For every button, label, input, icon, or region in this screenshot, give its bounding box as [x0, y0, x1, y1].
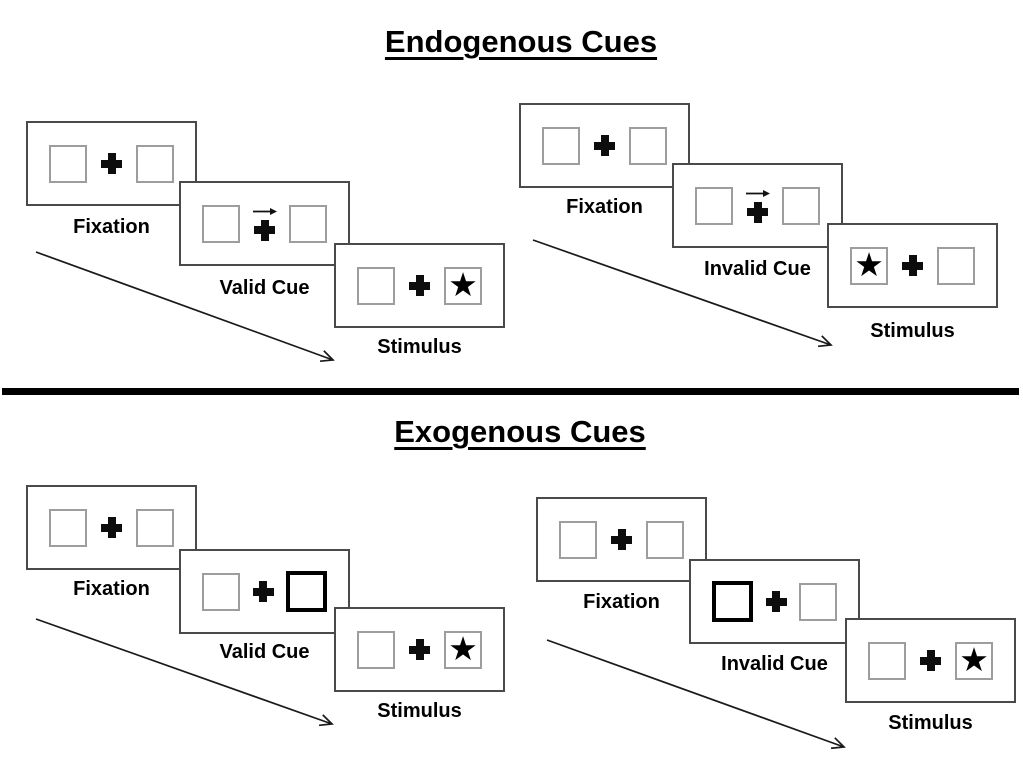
- endogenous-valid-fixation-panel: [26, 121, 197, 206]
- fixation-cross-icon: [747, 201, 768, 223]
- left-placeholder-box: [357, 266, 395, 305]
- endogenous-invalid-fixation-panel: [519, 103, 690, 188]
- exogenous-invalid-fixation-panel: [536, 497, 707, 582]
- star-target-icon: ★: [448, 629, 478, 668]
- right-placeholder-box: [782, 186, 820, 225]
- right-target-box: ★: [444, 629, 482, 669]
- panel-label: Valid Cue: [219, 641, 310, 663]
- central-cue: [745, 189, 771, 223]
- exogenous-invalid-stimulus-panel: ★: [845, 618, 1016, 703]
- panel-label: Fixation: [73, 216, 150, 238]
- right-arrow-icon: [745, 189, 770, 197]
- exogenous-invalid-cue-panel: [689, 559, 860, 644]
- endogenous-valid-stimulus-panel: ★: [334, 243, 505, 328]
- left-placeholder-box: [49, 144, 87, 183]
- fixation-cross-icon: [902, 255, 923, 276]
- right-cued-box: [286, 571, 327, 612]
- right-placeholder-box: [136, 508, 174, 547]
- fixation-cross-icon: [101, 517, 122, 538]
- right-placeholder-box: [629, 126, 667, 165]
- star-target-icon: ★: [854, 245, 884, 284]
- left-placeholder-box: [695, 186, 733, 225]
- star-target-icon: ★: [959, 640, 989, 679]
- panel-label: Stimulus: [870, 320, 955, 342]
- right-placeholder-box: [646, 520, 684, 559]
- right-placeholder-box: [799, 582, 837, 621]
- left-placeholder-box: [868, 641, 906, 680]
- panel-label: Invalid Cue: [721, 653, 828, 675]
- exogenous-valid-fixation-panel: [26, 485, 197, 570]
- panel-label: Fixation: [583, 591, 660, 613]
- endogenous-section-title: Endogenous Cues: [384, 24, 658, 59]
- endogenous-invalid-stimulus-panel: ★: [827, 223, 998, 308]
- left-placeholder-box: [357, 630, 395, 669]
- right-placeholder-box: [289, 204, 327, 243]
- panel-label: Stimulus: [377, 700, 462, 722]
- right-target-box: ★: [444, 265, 482, 305]
- panel-label: Invalid Cue: [704, 258, 811, 280]
- left-placeholder-box: [49, 508, 87, 547]
- panel-label: Fixation: [73, 578, 150, 600]
- left-placeholder-box: [559, 520, 597, 559]
- exogenous-valid-cue-panel: [179, 549, 350, 634]
- fixation-cross-icon: [254, 219, 275, 241]
- left-placeholder-box: [542, 126, 580, 165]
- fixation-cross-icon: [765, 591, 787, 612]
- endogenous-valid-cue-panel: [179, 181, 350, 266]
- right-placeholder-box: [937, 246, 975, 285]
- fixation-cross-icon: [920, 650, 941, 671]
- fixation-cross-icon: [252, 581, 274, 602]
- endogenous-invalid-cue-panel: [672, 163, 843, 248]
- left-target-box: ★: [850, 245, 888, 285]
- left-placeholder-box: [202, 572, 240, 611]
- exogenous-valid-stimulus-panel: ★: [334, 607, 505, 692]
- exogenous-section-title: Exogenous Cues: [394, 414, 646, 449]
- right-target-box: ★: [955, 640, 993, 680]
- section-divider: [2, 388, 1019, 395]
- panel-label: Valid Cue: [219, 277, 310, 299]
- fixation-cross-icon: [409, 639, 430, 660]
- panel-label: Stimulus: [377, 336, 462, 358]
- panel-label: Fixation: [566, 196, 643, 218]
- right-arrow-icon: [252, 207, 277, 215]
- panel-label: Stimulus: [888, 712, 973, 734]
- fixation-cross-icon: [101, 153, 122, 174]
- fixation-cross-icon: [594, 135, 615, 156]
- left-placeholder-box: [202, 204, 240, 243]
- fixation-cross-icon: [409, 275, 430, 296]
- right-placeholder-box: [136, 144, 174, 183]
- left-cued-box: [712, 581, 753, 622]
- fixation-cross-icon: [611, 529, 632, 550]
- central-cue: [252, 207, 278, 241]
- star-target-icon: ★: [448, 265, 478, 304]
